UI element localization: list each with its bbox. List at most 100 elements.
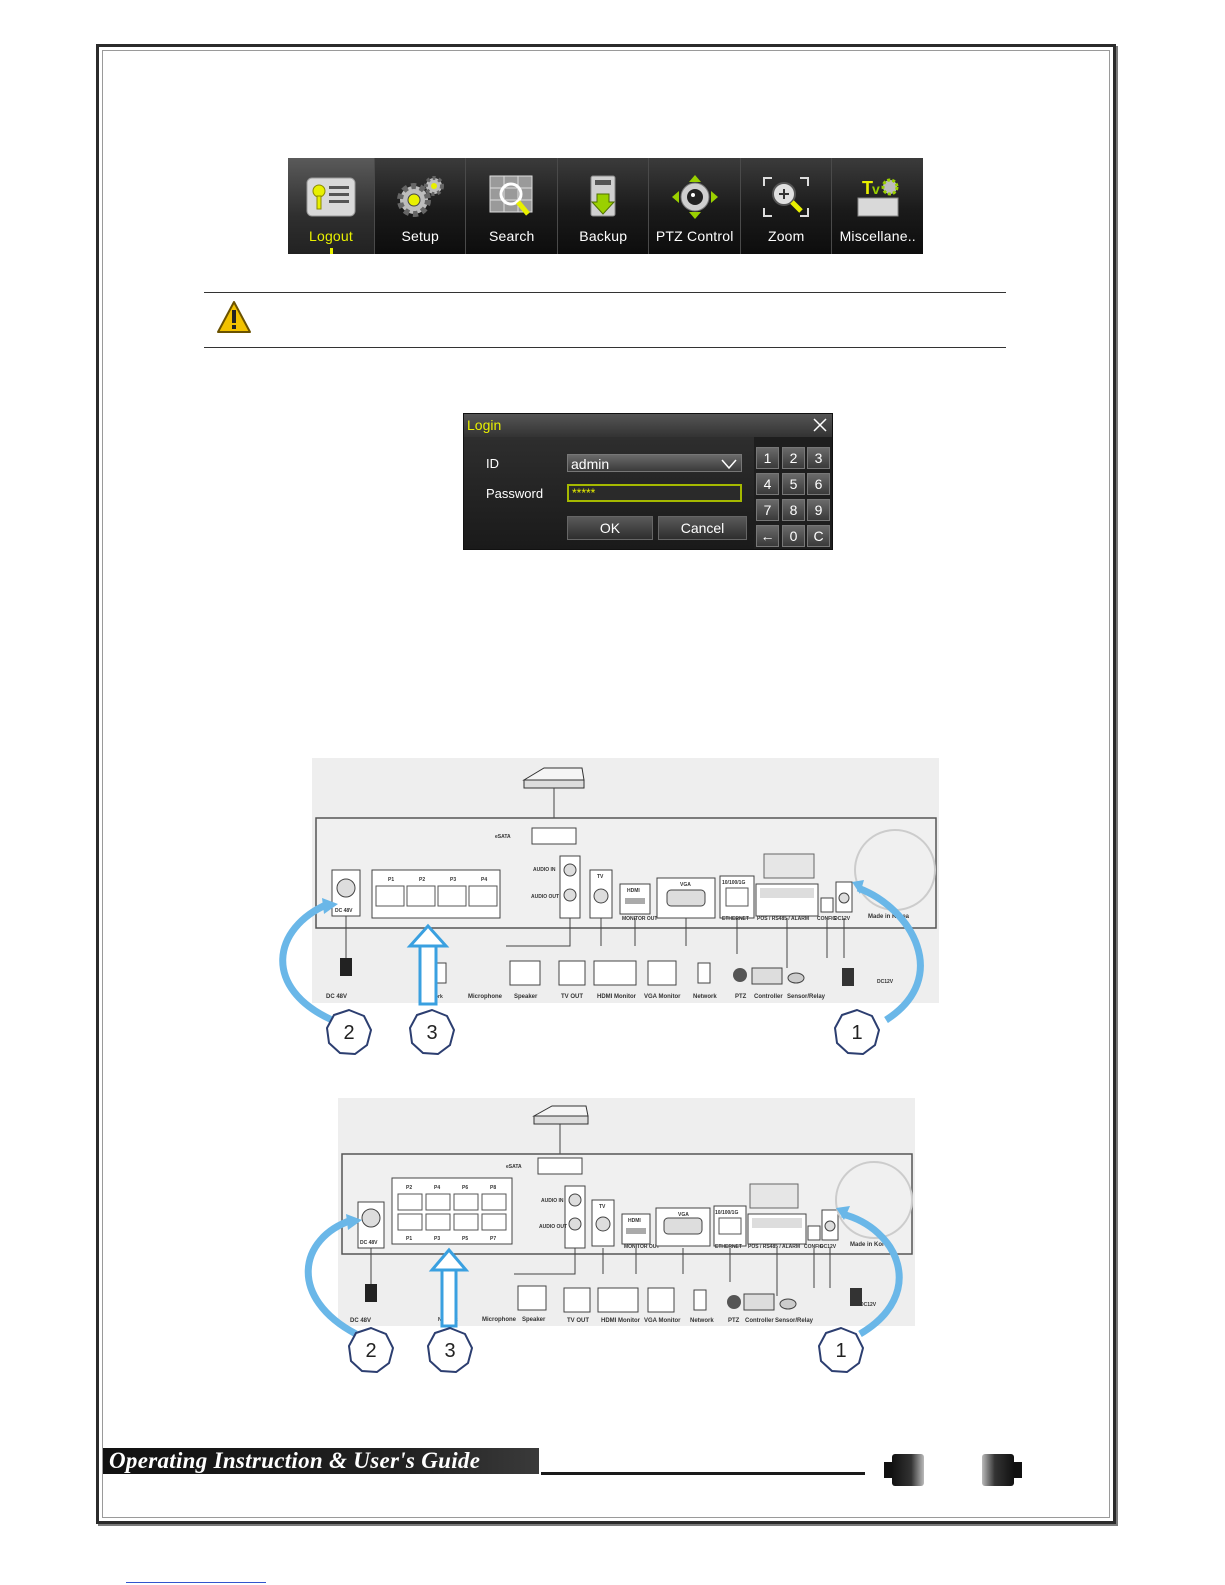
label-made-in: Made in Korea [868,914,910,920]
close-icon[interactable] [812,417,828,433]
footer-title: Operating Instruction & User's Guide [103,1448,539,1474]
label-p2: P2 [406,1185,412,1191]
menu-item-search[interactable]: Search [466,158,558,254]
cancel-button[interactable]: Cancel [658,516,747,540]
key-7[interactable]: 7 [756,499,779,521]
key-list-icon [306,177,356,217]
label-dc12v-plug: DC12V [860,1302,877,1308]
warning-triangle-icon [217,301,251,333]
label-hdmi-monitor: HDMI Monitor [597,994,637,1000]
label-network-a: Network [423,994,443,1000]
label-p1: P1 [388,877,394,883]
label-vga-monitor: VGA Monitor [644,1318,681,1324]
label-hdmi-monitor: HDMI Monitor [601,1318,641,1324]
main-menu-bar: Logout Setup Search Backup [288,158,923,254]
id-label: ID [486,456,499,471]
menu-label-setup: Setup [401,228,440,244]
label-speed: 10/100/1G [715,1210,738,1216]
camera-body-left-icon [884,1454,924,1486]
key-4[interactable]: 4 [756,473,779,495]
svg-text:T: T [862,178,873,198]
label-audio-in: AUDIO IN [533,867,556,873]
label-tv-out: TV OUT [561,994,583,1000]
svg-text:v: v [872,181,880,197]
label-p2: P2 [419,877,425,883]
misc-tools-icon: T v [857,178,899,217]
menu-item-setup[interactable]: Setup [375,158,467,254]
download-drive-icon [590,175,616,217]
label-tv-out: TV OUT [567,1318,589,1324]
label-dc48v-plug: DC 48V [326,994,347,1000]
ok-button[interactable]: OK [567,516,653,540]
callout-3-bottom: 3 [426,1326,474,1374]
label-p4: P4 [481,877,487,883]
menu-item-backup[interactable]: Backup [558,158,650,254]
label-ptz: PTZ [735,994,747,1000]
key-backspace[interactable]: ← [756,525,779,547]
id-select[interactable]: admin [567,454,742,472]
label-hdmi: HDMI [627,888,640,894]
label-tv: TV [597,874,604,880]
label-tv: TV [599,1204,606,1210]
numeric-keypad: 1 2 3 4 5 6 7 8 9 ← 0 C [755,446,831,548]
key-3[interactable]: 3 [807,447,830,469]
key-2[interactable]: 2 [782,447,805,469]
label-p1: P1 [406,1236,412,1242]
label-p4: P4 [434,1185,440,1191]
id-select-value: admin [571,456,610,472]
key-0[interactable]: 0 [782,525,805,547]
caution-note-box [204,292,1006,348]
key-5[interactable]: 5 [782,473,805,495]
key-9[interactable]: 9 [807,499,830,521]
label-pos-rs485-alarm: POS / RS485 / ALARM [748,1244,800,1250]
menu-label-backup: Backup [579,228,628,244]
label-sensor-relay: Sensor/Relay [775,1318,814,1324]
callout-number: 3 [426,1022,437,1044]
callout-number: 3 [444,1340,455,1362]
callout-number: 2 [343,1022,354,1044]
label-dc48v: DC 48V [335,908,353,914]
label-p6: P6 [462,1185,468,1191]
callout-2-top: 2 [325,1008,373,1056]
label-network-a: Network [438,1317,458,1323]
label-ethernet: ETHERNET [722,916,749,922]
label-esata: eSATA [495,834,511,840]
footer-rule [541,1472,865,1475]
label-monitor-out: MONITOR OUT [624,1244,659,1250]
rear-panel-diagram-4port: eSATA DC 48V P1 P2 P3 P4 AUDIO IN AUDIO … [279,758,939,1024]
key-8[interactable]: 8 [782,499,805,521]
menu-label-logout: Logout [308,228,353,244]
label-pos-rs485-alarm: POS / RS485 / ALARM [757,916,809,922]
rear-panel-drawing: eSATA DC 48V P1 P2 P3 P4 AUDIO IN AUDIO … [312,758,939,1003]
label-p3: P3 [450,877,456,883]
password-field[interactable]: ***** [567,484,742,502]
menu-item-logout[interactable]: Logout [288,158,375,254]
menu-item-zoom[interactable]: Zoom [741,158,833,254]
label-ptz: PTZ [728,1318,740,1324]
gears-icon [397,176,445,217]
label-vga: VGA [680,882,691,888]
login-title-bar: Login [464,414,832,437]
callout-number: 2 [365,1340,376,1362]
label-network-b: Network [693,994,717,1000]
key-6[interactable]: 6 [807,473,830,495]
label-config: CONFIG [804,1244,824,1250]
key-1[interactable]: 1 [756,447,779,469]
key-clear[interactable]: C [807,525,830,547]
active-indicator [329,248,333,254]
callout-number: 1 [835,1340,846,1362]
label-controller: Controller [745,1318,774,1324]
menu-label-miscellaneous: Miscellane.. [839,228,916,244]
label-speaker: Speaker [522,1317,546,1323]
menu-item-miscellaneous[interactable]: T v Miscellane.. [832,158,923,254]
page-border [96,44,1116,1524]
menu-label-zoom: Zoom [767,228,805,244]
label-p5: P5 [462,1236,468,1242]
label-dc12v: DC12V [820,1244,837,1250]
menu-item-ptz-control[interactable]: PTZ Control [649,158,741,254]
label-hdmi: HDMI [628,1218,641,1224]
label-microphone: Microphone [468,994,503,1000]
label-dc12v-plug: DC12V [877,979,894,985]
callout-number: 1 [851,1022,862,1044]
password-value: ***** [572,486,596,500]
